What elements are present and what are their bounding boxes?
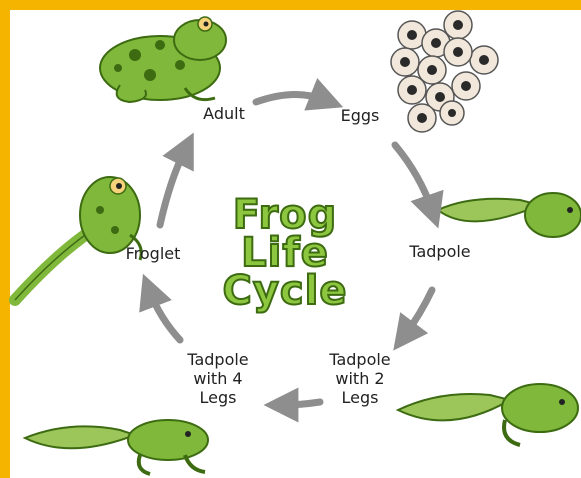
arrow-adult-to-eggs bbox=[256, 94, 325, 102]
tadpole-2-line-2: with 2 bbox=[320, 369, 400, 388]
arrow-froglet-to-adult bbox=[160, 150, 185, 225]
tadpole-4-line-1: Tadpole bbox=[178, 350, 258, 369]
tadpole-4-line-3: Legs bbox=[178, 388, 258, 407]
egg-cluster-icon bbox=[391, 11, 498, 132]
froglet-icon bbox=[15, 177, 141, 300]
arrow-2-legs-to-4-legs bbox=[283, 402, 320, 405]
diagram-title: Frog Life Cycle bbox=[215, 196, 355, 310]
tadpole-icon bbox=[438, 193, 581, 237]
stage-label-eggs: Eggs bbox=[330, 106, 390, 125]
arrow-tadpole-to-2-legs bbox=[405, 290, 432, 335]
arrow-4-legs-to-froglet bbox=[150, 292, 180, 340]
adult-frog-icon bbox=[100, 17, 226, 102]
tadpole-2-line-1: Tadpole bbox=[320, 350, 400, 369]
title-line-1: Frog bbox=[215, 196, 355, 234]
title-line-3: Cycle bbox=[215, 272, 355, 310]
stage-label-tadpole-with-4-legs: Tadpole with 4 Legs bbox=[178, 350, 258, 407]
tadpole-4-line-2: with 4 bbox=[178, 369, 258, 388]
stage-label-adult: Adult bbox=[192, 104, 256, 123]
stage-label-tadpole-with-2-legs: Tadpole with 2 Legs bbox=[320, 350, 400, 407]
stage-label-tadpole: Tadpole bbox=[395, 242, 485, 261]
arrow-eggs-to-tadpole bbox=[395, 145, 432, 210]
tadpole-with-4-legs-icon bbox=[25, 420, 208, 474]
tadpole-with-2-legs-icon bbox=[398, 384, 578, 445]
stage-label-froglet: Froglet bbox=[112, 244, 194, 263]
tadpole-2-line-3: Legs bbox=[320, 388, 400, 407]
title-line-2: Life bbox=[215, 234, 355, 272]
